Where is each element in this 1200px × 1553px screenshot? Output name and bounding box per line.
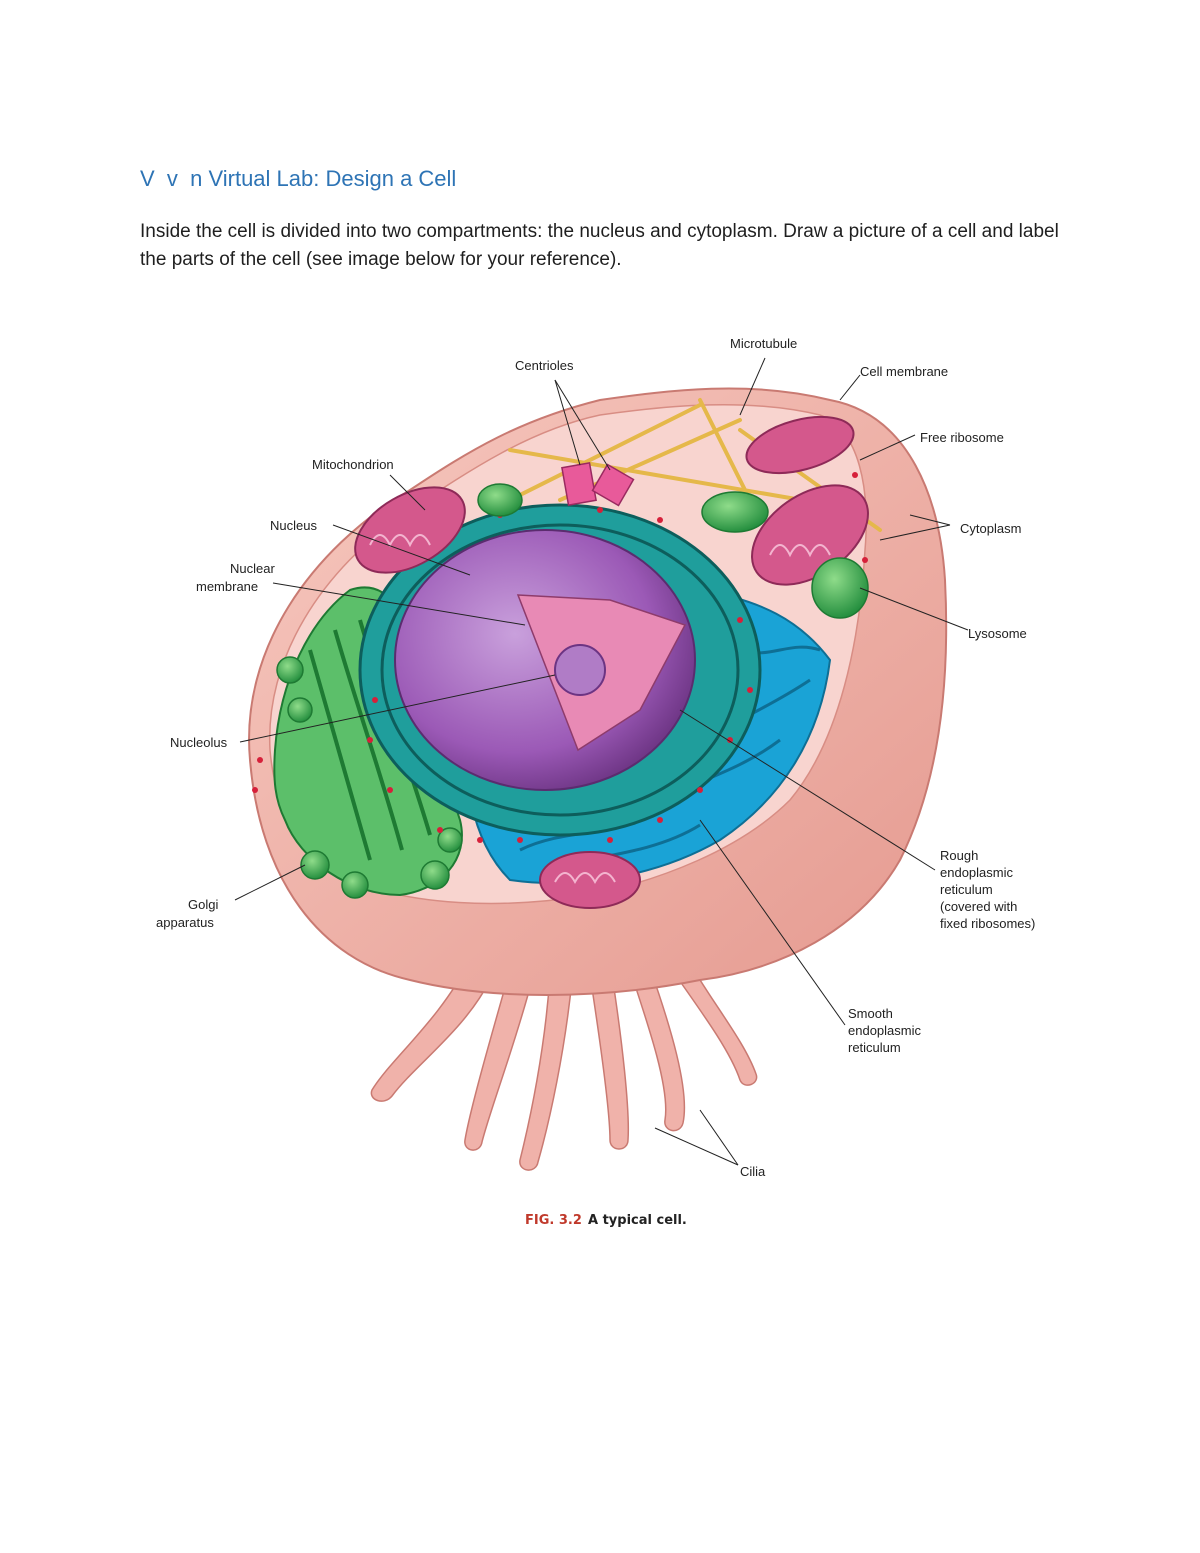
label-rough-er-1: Rough xyxy=(940,848,978,863)
centrioles-shape xyxy=(561,461,635,507)
label-rough-er-4: (covered with xyxy=(940,899,1017,914)
label-nuclear-membrane-2: membrane xyxy=(196,579,258,594)
label-mitochondrion: Mitochondrion xyxy=(312,457,394,472)
caption-number: FIG. 3.2 xyxy=(525,1213,582,1228)
mitochondria-cristae xyxy=(369,534,831,885)
label-centrioles: Centrioles xyxy=(515,358,574,373)
caption-text: A typical cell. xyxy=(588,1213,687,1228)
label-microtubule: Microtubule xyxy=(730,336,797,351)
page-title: V v n Virtual Lab: Design a Cell xyxy=(140,166,457,191)
label-cilia: Cilia xyxy=(740,1164,766,1179)
leader-lines xyxy=(234,357,969,1166)
label-smooth-er-2: endoplasmic xyxy=(848,1023,921,1038)
label-golgi-1: Golgi xyxy=(188,897,218,912)
cell-diagram-figure: Microtubule Centrioles Cell membrane Fre… xyxy=(140,320,1060,1240)
label-nucleolus: Nucleolus xyxy=(170,735,228,750)
label-smooth-er-3: reticulum xyxy=(848,1040,901,1055)
label-nuclear-membrane-1: Nuclear xyxy=(230,561,275,576)
label-rough-er-3: reticulum xyxy=(940,882,993,897)
label-golgi-2: apparatus xyxy=(156,915,214,930)
label-free-ribosome: Free ribosome xyxy=(920,430,1004,445)
golgi-vesicles xyxy=(276,656,463,899)
lysosome-shapes xyxy=(477,483,869,619)
label-cell-membrane: Cell membrane xyxy=(860,364,948,379)
figure-caption: FIG. 3.2 A typical cell. xyxy=(525,1213,687,1228)
label-nucleus: Nucleus xyxy=(270,518,317,533)
label-cytoplasm: Cytoplasm xyxy=(960,521,1021,536)
cilia-shapes xyxy=(370,954,758,1171)
instructions-paragraph: Inside the cell is divided into two comp… xyxy=(140,221,1059,270)
label-rough-er-2: endoplasmic xyxy=(940,865,1013,880)
diagram-labels: Microtubule Centrioles Cell membrane Fre… xyxy=(156,336,1035,1179)
nuclear-membrane-inner xyxy=(380,523,740,817)
label-lysosome: Lysosome xyxy=(968,626,1027,641)
nucleolus-shape xyxy=(554,644,606,696)
label-rough-er-5: fixed ribosomes) xyxy=(940,916,1035,931)
label-smooth-er-1: Smooth xyxy=(848,1006,893,1021)
cell-diagram: Microtubule Centrioles Cell membrane Fre… xyxy=(156,336,1035,1228)
